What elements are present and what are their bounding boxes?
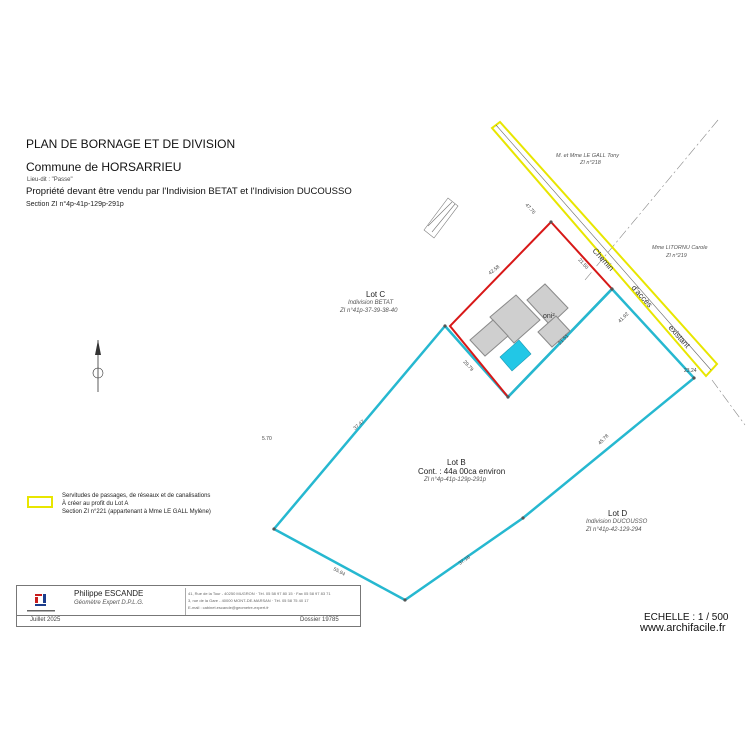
section-text: Section ZI n°4p-41p-129p-291p: [26, 201, 124, 208]
dimension-label: 5.70: [262, 436, 272, 442]
reference-axis-line: [584, 119, 719, 281]
legend-line-2: À créer au profit du Lot A: [62, 501, 129, 507]
legend-text: Servitudes de passages, de réseaux et de…: [62, 492, 211, 516]
dossier-number: Dossier 19785: [300, 617, 339, 623]
lot-d-owner: Indivision DUCOUSSO: [586, 519, 648, 525]
neighbour-north-parcel: ZI n°218: [579, 160, 602, 166]
scale-label: ECHELLE : 1 / 500: [644, 612, 729, 623]
surveyor-role: Géomètre Expert D.P.L.G.: [74, 600, 144, 606]
servitude-strip: [490, 120, 719, 378]
neighbour-north-name: M. et Mme LE GALL Tony: [556, 153, 620, 159]
commune-name: Commune de HORSARRIEU: [26, 160, 182, 174]
dimension-label: 23.24: [684, 368, 697, 374]
legend-servitude-swatch: [27, 496, 53, 508]
propriete-text: Propriété devant être vendu par l'Indivi…: [26, 186, 352, 197]
surveyor-address: 41, Rue de la Tour - 40250 MUGRON · Tél.…: [188, 591, 331, 596]
surveyor-address-2: 3, rue de la Gare - 40000 MONT-DE-MARSAN…: [188, 598, 309, 603]
lot-c-title: Lot C: [366, 290, 386, 299]
lieu-dit: Lieu-dit : "Passe": [27, 177, 73, 183]
lot-b-contenance: Cont. : 44a 00ca environ: [418, 467, 506, 476]
dimension-label: 45.78: [597, 433, 610, 446]
lot-b-parcels: ZI n°4p-41p-129p-291p: [424, 477, 487, 483]
dimension-label: 47.76: [524, 202, 537, 215]
surveyor-email: E-mail : cabinet.escande@geometre-expert…: [188, 605, 269, 610]
dimension-label: 55.94: [332, 566, 346, 577]
neighbour-east-name: Mme LITORNU Carole: [652, 245, 708, 251]
reference-axis-line-lower: [711, 379, 746, 426]
lot-c-owner: Indivision BETAT: [348, 300, 394, 306]
surveyor-name: Philippe ESCANDE: [74, 589, 144, 598]
lot-b-title: Lot B: [447, 458, 466, 467]
lot-a-label: oni²: [543, 313, 555, 320]
road-edge: [495, 124, 712, 371]
north-arrow-icon: [92, 340, 104, 392]
lot-d-title: Lot D: [608, 509, 628, 518]
road-hatch-symbol: [423, 197, 459, 239]
plan-title: PLAN DE BORNAGE ET DE DIVISION: [26, 137, 236, 151]
swimming-pool: [499, 339, 532, 372]
geometre-logo-icon: [27, 594, 55, 612]
lot-d-parcels: ZI n°41p-42-129-294: [586, 527, 642, 533]
road-label-acces: d'accès: [630, 283, 655, 309]
dimension-label: 41.92: [617, 311, 630, 324]
legend-line-3: Section ZI n°221 (appartenant à Mme LE G…: [62, 509, 211, 515]
house-footprint: [469, 283, 571, 357]
legend-line-1: Servitudes de passages, de réseaux et de…: [62, 493, 211, 499]
dimension-label: 29.79: [462, 359, 475, 372]
dimension-label: 21.50: [577, 257, 590, 270]
neighbour-east-parcel: ZI n°219: [665, 253, 687, 259]
plan-date: Juillet 2025: [30, 617, 61, 623]
boundary-markers: [272, 220, 696, 602]
title-block-footer: [16, 615, 361, 627]
lot-a-outline: [448, 220, 614, 399]
website-label: www.archifacile.fr: [640, 622, 726, 634]
lot-c-parcels: ZI n°41p-37-39-38-40: [340, 308, 398, 314]
title-block-separator: [185, 588, 186, 616]
lot-a-south-edge: [507, 288, 613, 398]
